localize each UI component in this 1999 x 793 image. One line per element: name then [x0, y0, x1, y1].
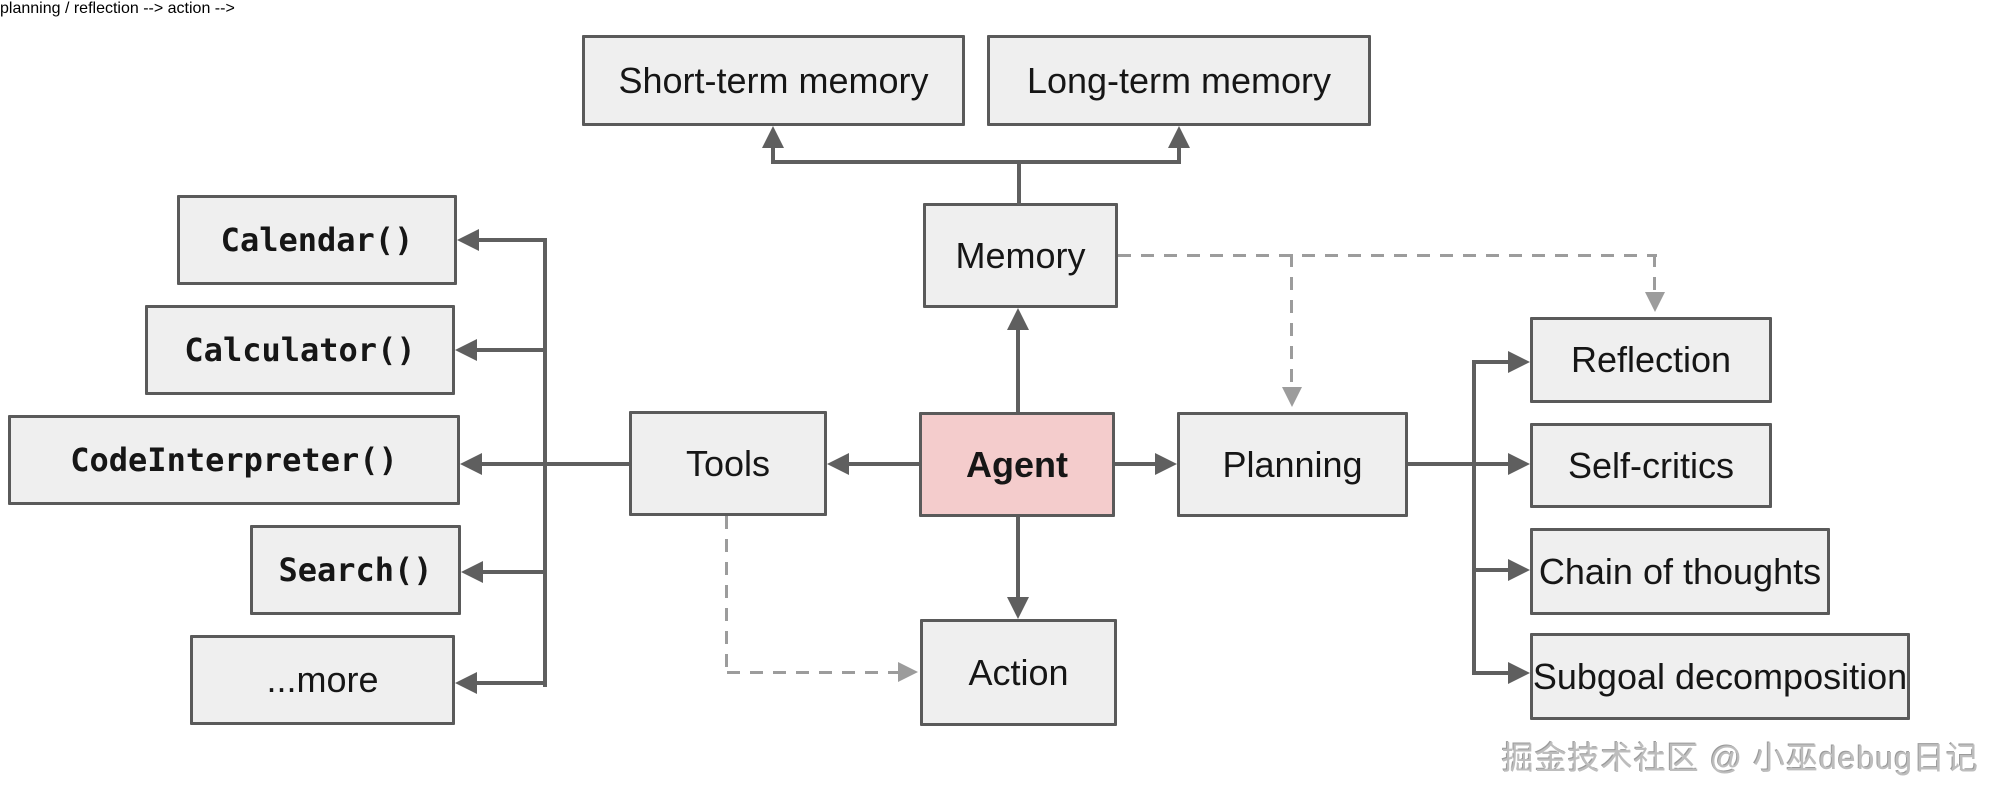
arrowhead-long-term — [1168, 126, 1190, 148]
node-tools-label: Tools — [685, 442, 771, 484]
dashed-edge-memory-right — [1118, 254, 1657, 257]
arrowhead-chain-of-thoughts — [1508, 559, 1530, 581]
dashed-edge-tools-down — [725, 516, 728, 674]
edge-memory-junction-horizontal — [771, 160, 1181, 164]
arrowhead-search — [461, 561, 483, 583]
dashed-arrowhead-action — [898, 662, 918, 682]
node-self-critics-label: Self-critics — [1567, 444, 1734, 486]
node-self-critics: Self-critics — [1530, 423, 1772, 508]
arrowhead-planning — [1155, 453, 1177, 475]
node-more: ...more — [190, 635, 455, 725]
left-trunk-line — [543, 238, 547, 687]
node-reflection: Reflection — [1530, 317, 1772, 403]
node-tools: Tools — [629, 411, 827, 516]
node-calculator: Calculator() — [145, 305, 455, 395]
node-calendar-label: Calendar() — [220, 221, 414, 259]
node-reflection-label: Reflection — [1570, 339, 1732, 380]
edge-to-short-term — [771, 144, 775, 164]
node-planning: Planning — [1177, 412, 1408, 517]
edge-trunk-subgoal — [1472, 671, 1510, 675]
arrowhead-short-term — [762, 126, 784, 148]
node-subgoal-decomposition-label: Subgoal decomposition — [1532, 655, 1908, 697]
node-chain-of-thoughts: Chain of thoughts — [1530, 528, 1830, 615]
arrowhead-calendar — [457, 229, 479, 251]
edge-trunk-chain — [1472, 568, 1510, 572]
dashed-arrowhead-planning — [1282, 387, 1302, 407]
dashed-edge-memory-reflection — [1653, 254, 1656, 292]
edge-agent-action — [1016, 517, 1020, 599]
edge-memory-junction-stub — [1017, 160, 1021, 205]
dashed-arrowhead-reflection — [1645, 292, 1665, 312]
node-long-term-memory-label: Long-term memory — [1026, 59, 1332, 101]
arrowhead-calculator — [455, 339, 477, 361]
arrowhead-code-interpreter — [460, 453, 482, 475]
node-more-label: ...more — [266, 659, 379, 700]
edge-trunk-more — [477, 681, 545, 685]
arrowhead-reflection — [1508, 351, 1530, 373]
edge-agent-tools — [849, 462, 919, 466]
node-calendar: Calendar() — [177, 195, 457, 285]
node-chain-of-thoughts-label: Chain of thoughts — [1538, 550, 1822, 592]
edge-trunk-calendar — [479, 238, 545, 242]
arrowhead-memory — [1007, 308, 1029, 330]
node-planning-label: Planning — [1222, 443, 1363, 485]
dashed-edge-memory-planning — [1290, 254, 1293, 387]
edge-trunk-reflection — [1472, 360, 1510, 364]
node-action-label: Action — [968, 651, 1069, 693]
node-agent-label: Agent — [966, 443, 1068, 485]
edge-agent-memory — [1016, 328, 1020, 412]
edge-agent-planning — [1115, 462, 1157, 466]
node-long-term-memory: Long-term memory — [987, 35, 1371, 126]
edge-trunk-search — [483, 570, 545, 574]
node-code-interpreter: CodeInterpreter() — [8, 415, 460, 505]
arrowhead-subgoal-decomposition — [1508, 662, 1530, 684]
node-search: Search() — [250, 525, 461, 615]
arrowhead-action — [1007, 597, 1029, 619]
edge-tools-trunk — [482, 462, 629, 466]
watermark-text: 掘金技术社区 @ 小巫debug日记 — [1501, 740, 1979, 776]
node-memory: Memory — [923, 203, 1118, 308]
arrowhead-more — [455, 672, 477, 694]
node-short-term-memory: Short-term memory — [582, 35, 965, 126]
node-short-term-memory-label: Short-term memory — [618, 59, 929, 101]
node-action: Action — [920, 619, 1117, 726]
edge-to-long-term — [1177, 144, 1181, 164]
node-memory-label: Memory — [955, 234, 1086, 276]
dashed-edge-tools-action — [727, 671, 898, 674]
arrowhead-self-critics — [1508, 453, 1530, 475]
edge-planning-trunk — [1408, 462, 1510, 466]
right-trunk-line — [1472, 360, 1476, 675]
node-calculator-label: Calculator() — [184, 331, 416, 369]
node-subgoal-decomposition: Subgoal decomposition — [1530, 633, 1910, 720]
arrowhead-tools — [827, 453, 849, 475]
node-code-interpreter-label: CodeInterpreter() — [70, 441, 398, 479]
edge-trunk-calculator — [477, 348, 545, 352]
node-agent: Agent — [919, 412, 1115, 517]
node-search-label: Search() — [278, 551, 433, 589]
